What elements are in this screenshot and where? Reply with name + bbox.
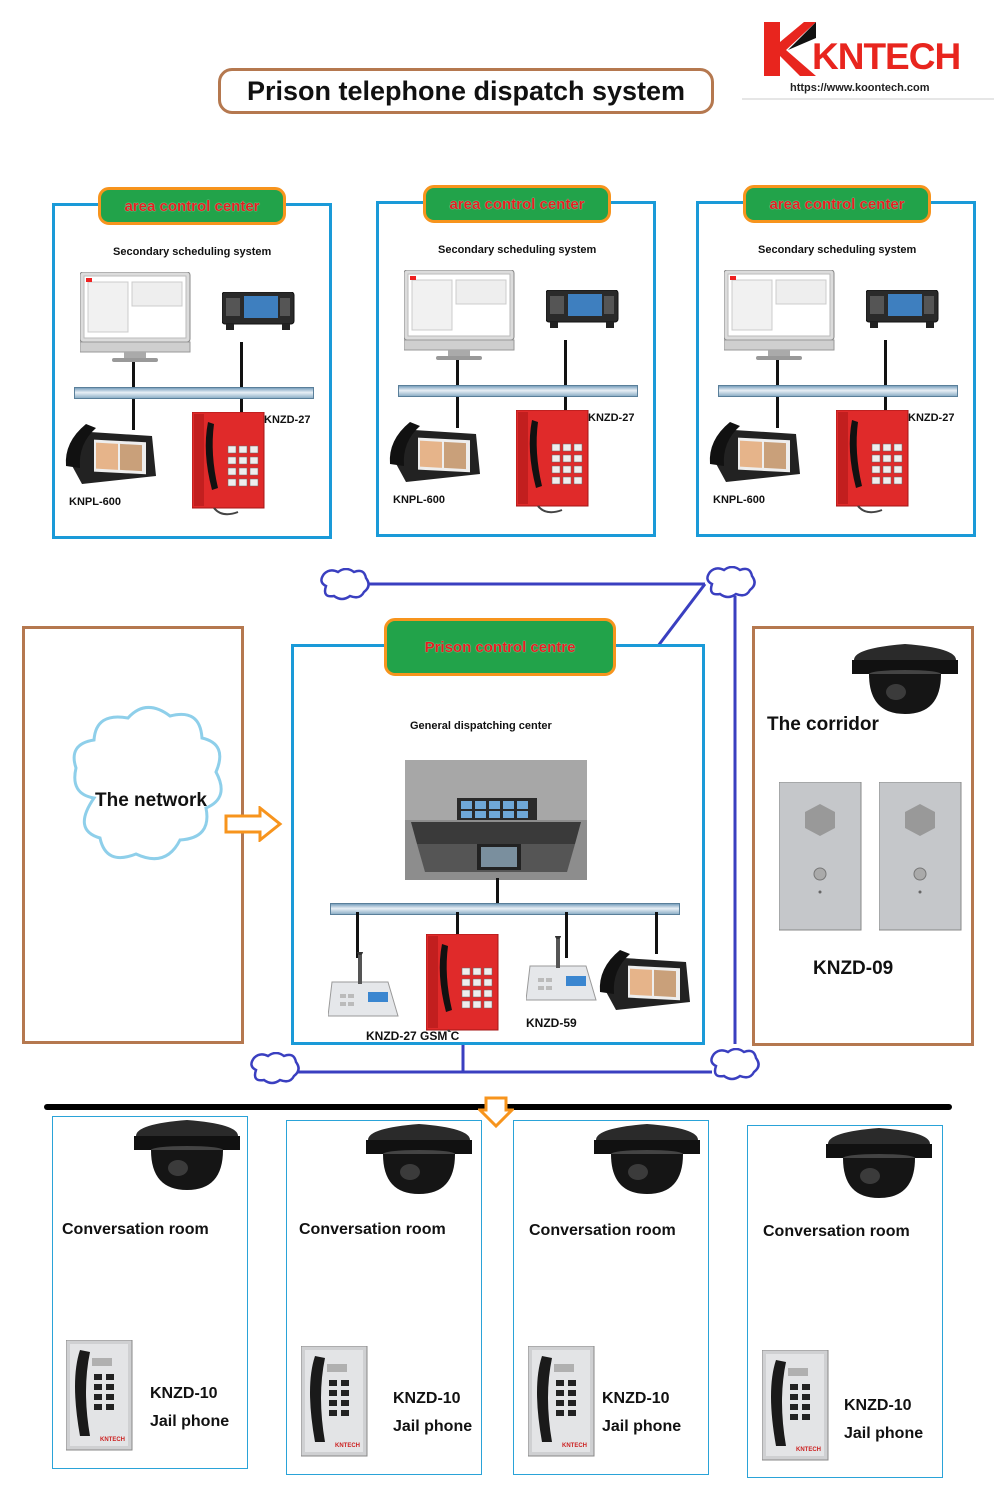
- jail-phone-desc: Jail phone: [602, 1418, 682, 1435]
- intercom-plate-icon: [779, 782, 862, 931]
- video-phone-icon: [709, 422, 800, 482]
- link-lines: [295, 582, 737, 1074]
- network-bus: [718, 385, 958, 397]
- secondary-scheduling-title: Secondary scheduling system: [113, 246, 272, 258]
- cloud-link-icon: [250, 1052, 300, 1085]
- cloud-link-icon: [710, 1048, 760, 1081]
- network-box: [22, 626, 244, 1044]
- dome-camera-icon: [134, 1120, 240, 1190]
- secondary-scheduling-title: Secondary scheduling system: [758, 244, 917, 256]
- cloud-link-icon: [706, 566, 756, 599]
- corridor-label: The corridor: [767, 714, 879, 735]
- arrow-down-icon: [478, 1096, 514, 1129]
- video-phone-icon: [599, 950, 690, 1010]
- dome-camera-icon: [594, 1124, 700, 1194]
- conversation-room-label: Conversation room: [62, 1221, 209, 1238]
- dispatch-console-icon: [866, 290, 939, 329]
- model-label: KNZD-27 GSM C: [366, 1029, 460, 1043]
- network-bus: [398, 385, 638, 397]
- page-title: Prison telephone dispatch system: [218, 68, 714, 114]
- jail-phone-model: KNZD-10: [844, 1397, 912, 1414]
- conversation-room-label: Conversation room: [763, 1223, 910, 1240]
- prison-control-centre-pill: Prison control centre: [384, 618, 616, 676]
- kntech-logo-mark-icon: [764, 22, 816, 76]
- jail-phone-desc: Jail phone: [393, 1418, 473, 1435]
- network-label: The network: [95, 790, 207, 811]
- conversation-room-box: [513, 1120, 709, 1475]
- general-dispatching-title: General dispatching center: [410, 720, 552, 732]
- network-bus: [74, 387, 314, 399]
- jail-phone-desc: Jail phone: [150, 1413, 230, 1430]
- conversation-room-box: [52, 1116, 248, 1469]
- connector-line: [565, 912, 568, 958]
- corridor-model: KNZD-09: [813, 958, 894, 979]
- connector-line: [356, 912, 359, 958]
- dispatch-console-icon: [222, 292, 295, 331]
- connector-line: [884, 340, 887, 414]
- header-divider: [742, 98, 994, 100]
- desktop-monitor-icon: [80, 272, 191, 363]
- dome-camera-icon: [852, 644, 958, 714]
- conversation-room-box: [747, 1125, 943, 1478]
- jail-phone-icon: [762, 1350, 829, 1461]
- jail-phone-desc: Jail phone: [844, 1425, 924, 1442]
- brand-url: https://www.koontech.com: [790, 82, 930, 94]
- brand-logo-text: KNTECH: [812, 36, 961, 77]
- area-control-center-pill: area control center: [743, 185, 931, 223]
- conversation-room-label: Conversation room: [529, 1222, 676, 1239]
- cloud-icon: [72, 706, 223, 861]
- conversation-room-box: [286, 1120, 482, 1475]
- cloud-link-icon: [320, 568, 370, 601]
- model-label: KNZD-59: [526, 1016, 577, 1030]
- jail-phone-model: KNZD-10: [150, 1385, 218, 1402]
- dispatch-center-image-icon: [405, 760, 587, 880]
- intercom-panel-icon: [328, 952, 399, 1017]
- jail-phone-icon: [528, 1346, 595, 1457]
- connector-line: [240, 342, 243, 416]
- jail-phone-model: KNZD-10: [393, 1390, 461, 1407]
- red-pay-phone-icon: [426, 934, 499, 1032]
- dome-camera-icon: [366, 1124, 472, 1194]
- video-phone-icon: [389, 422, 480, 482]
- video-phone-icon: [65, 424, 156, 484]
- red-pay-phone-icon: [192, 412, 265, 516]
- network-bus: [330, 903, 680, 915]
- jail-phone-icon: [301, 1346, 368, 1457]
- connector-line: [564, 340, 567, 414]
- dispatch-console-icon: [546, 290, 619, 329]
- model-label: KNZD-27: [264, 414, 311, 426]
- connector-line: [655, 912, 658, 954]
- connector-line: [496, 878, 499, 908]
- connector-line: [456, 912, 459, 942]
- model-label: KNPL-600: [69, 496, 121, 508]
- area-control-center-pill: area control center: [423, 185, 611, 223]
- intercom-plate-icon: [879, 782, 962, 931]
- conversation-room-label: Conversation room: [299, 1221, 446, 1238]
- model-label: KNZD-27: [588, 412, 635, 424]
- secondary-scheduling-title: Secondary scheduling system: [438, 244, 597, 256]
- red-pay-phone-icon: [836, 410, 909, 514]
- arrow-right-icon: [224, 806, 283, 842]
- intercom-panel-icon: [526, 936, 597, 1001]
- corridor-box: [752, 626, 974, 1046]
- area-control-center-pill: area control center: [98, 187, 286, 225]
- desktop-monitor-icon: [404, 270, 515, 361]
- model-label: KNPL-600: [393, 494, 445, 506]
- desktop-monitor-icon: [724, 270, 835, 361]
- red-pay-phone-icon: [516, 410, 589, 514]
- jail-phone-model: KNZD-10: [602, 1390, 670, 1407]
- jail-phone-icon: [66, 1340, 133, 1451]
- dome-camera-icon: [826, 1128, 932, 1198]
- model-label: KNZD-27: [908, 412, 955, 424]
- model-label: KNPL-600: [713, 494, 765, 506]
